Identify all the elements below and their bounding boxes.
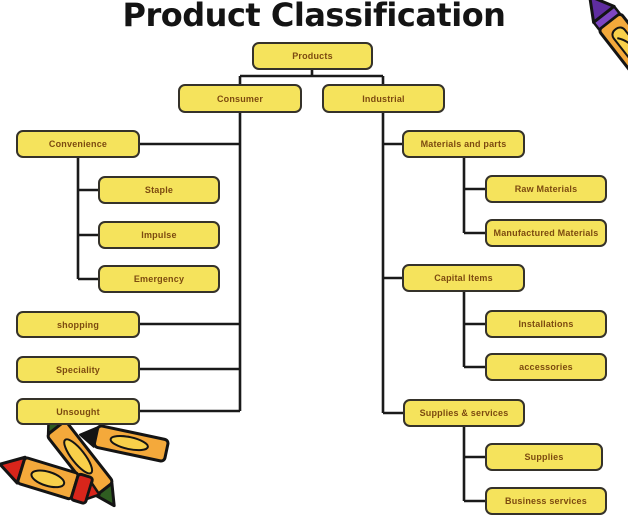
- node-convenience: Convenience: [16, 130, 140, 158]
- connector-capital-children: [462, 292, 485, 369]
- node-speciality: Speciality: [16, 356, 140, 383]
- node-emergency: Emergency: [98, 265, 220, 293]
- crayon-icon: [560, 0, 628, 105]
- node-installations: Installations: [485, 310, 607, 338]
- node-manufactured-materials: Manufactured Materials: [485, 219, 607, 247]
- node-staple: Staple: [98, 176, 220, 204]
- node-supplies: Supplies: [485, 443, 603, 471]
- node-consumer: Consumer: [178, 84, 302, 113]
- node-unsought: Unsought: [16, 398, 140, 425]
- node-industrial: Industrial: [322, 84, 445, 113]
- node-capital-items: Capital Items: [402, 264, 525, 292]
- node-supplies-and-services: Supplies & services: [403, 399, 525, 427]
- node-materials-and-parts: Materials and parts: [402, 130, 525, 158]
- node-accessories: accessories: [485, 353, 607, 381]
- connector-materials-children: [462, 158, 485, 235]
- connector-supplies-children: [462, 427, 485, 503]
- connector-convenience-children: [76, 158, 98, 281]
- crayons-icon: [0, 422, 190, 518]
- node-business-services: Business services: [485, 487, 607, 515]
- node-raw-materials: Raw Materials: [485, 175, 607, 203]
- node-impulse: Impulse: [98, 221, 220, 249]
- node-products: Products: [252, 42, 373, 70]
- node-shopping: shopping: [16, 311, 140, 338]
- page-title: Product Classification: [122, 0, 506, 34]
- connector-products-split: [238, 70, 385, 84]
